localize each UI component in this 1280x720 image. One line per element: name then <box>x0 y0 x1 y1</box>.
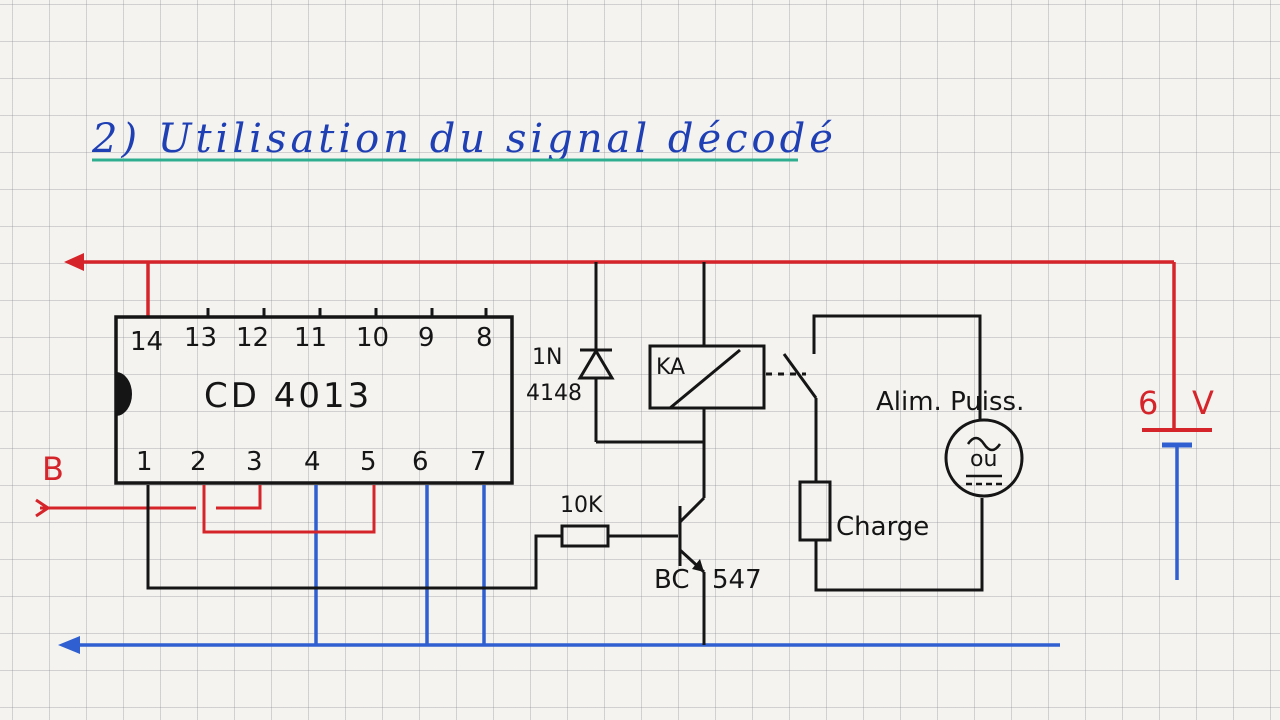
ic-notch-icon <box>116 372 132 416</box>
diode-label-1: 1N <box>532 345 562 370</box>
emitter-arrow-icon <box>692 559 704 572</box>
ic-pin-4: 4 <box>304 447 321 477</box>
battery-unit: V <box>1192 384 1214 422</box>
ic-pin-8: 8 <box>476 323 493 353</box>
ic-pin-7: 7 <box>470 447 487 477</box>
input-label-b: B <box>42 450 64 488</box>
ic-pin-12: 12 <box>236 323 269 353</box>
load-label: Charge <box>836 512 929 542</box>
page-title: 2) Utilisation du signal décodé <box>91 116 837 162</box>
ic-pin-6: 6 <box>412 447 429 477</box>
ic-cd4013: CD 4013 14 13 12 11 10 9 8 1 2 3 4 5 6 7 <box>114 308 514 485</box>
resistor-label: 10K <box>560 493 603 518</box>
transistor-label-1: BC <box>654 565 690 595</box>
ic-pin-1: 1 <box>136 447 153 477</box>
ic-pin-9: 9 <box>418 323 435 353</box>
positive-rail <box>80 260 1176 430</box>
positive-rail-arrow-icon <box>64 253 84 271</box>
relay-contact <box>766 314 984 592</box>
ic-pin-10: 10 <box>356 323 389 353</box>
ic-pin-11: 11 <box>294 323 327 353</box>
sine-wave-icon <box>966 436 1002 452</box>
relay-label: KA <box>656 355 685 380</box>
q-output-wire <box>146 485 562 590</box>
diode-label-2: 4148 <box>526 381 582 406</box>
ic-pin-3: 3 <box>246 447 263 477</box>
input-b-wire <box>35 485 376 534</box>
diode-1n4148 <box>577 262 704 444</box>
ground-rail-arrow-icon <box>58 636 80 654</box>
relay-coil-ka <box>648 262 766 498</box>
ic-name: CD 4013 <box>204 376 372 416</box>
source-or-text: ou <box>970 447 997 472</box>
ic-pin-13: 13 <box>184 323 217 353</box>
ac-source: ou <box>944 418 1024 498</box>
ground-rail <box>76 445 1179 647</box>
battery-value: 6 <box>1138 384 1158 422</box>
ic-pin-2: 2 <box>190 447 207 477</box>
battery-6v <box>1142 428 1212 448</box>
resistor-10k <box>560 524 678 548</box>
ic-pin-14: 14 <box>130 327 163 357</box>
power-supply-label: Alim. Puiss. <box>876 387 1024 417</box>
ic-pin-5: 5 <box>360 447 377 477</box>
transistor-label-2: 547 <box>712 565 762 595</box>
